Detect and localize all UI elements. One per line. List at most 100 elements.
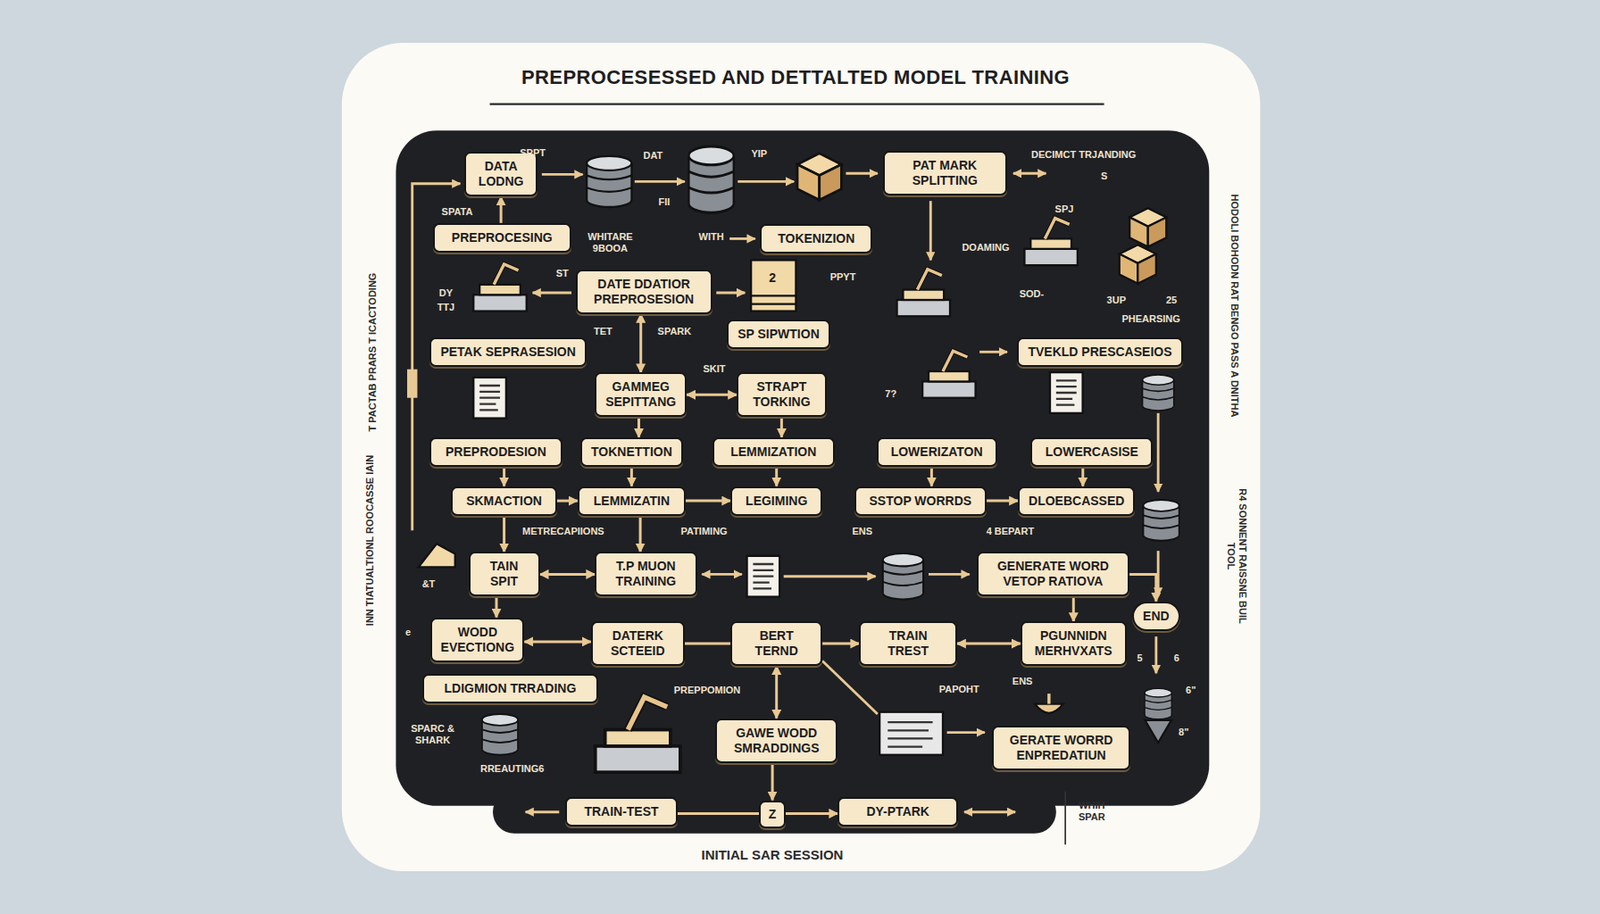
flow-arrow (540, 573, 596, 576)
annotation: PAPOHT (939, 683, 980, 696)
box-label: T.P MUON TRAINING (604, 558, 687, 590)
machine-icon (595, 697, 681, 773)
can-icon (883, 553, 924, 600)
annotation: 4 BEPART (986, 525, 1035, 538)
box-label: LOWERCASISE (1040, 444, 1143, 460)
cube-icon (1119, 244, 1157, 284)
box-label: LEGIMING (740, 493, 813, 509)
flow-arrow (930, 466, 934, 487)
box-label: TVEKLD PRESCASEIOS (1026, 344, 1173, 360)
process-box: TRAIN TREST (858, 621, 958, 667)
wedge-icon (418, 543, 456, 567)
box-label: SSTOP WORRDS (864, 493, 978, 509)
annotation: WHITARE 9BOOA (582, 231, 639, 255)
marker-box: Z (758, 800, 786, 829)
flow-arrow (775, 666, 778, 719)
process-box: DATE DDATIOR PREPROSESION (575, 269, 713, 315)
box-label: DATE DDATIOR PREPROSESION (585, 276, 703, 308)
flow-arrow (637, 416, 641, 438)
cube-icon (797, 153, 842, 200)
annotation: WHIH SPAR (1074, 800, 1110, 824)
box-label: DLOEBCASSED (1027, 493, 1125, 509)
box-label: LEMMIZATION (722, 444, 825, 460)
flow-arrow (684, 642, 732, 646)
annotation: METRECAPIIONS (522, 525, 605, 538)
loop-tab (407, 369, 417, 399)
process-box: TAIN SPIT (468, 551, 541, 597)
process-box: GENERATE WORD VETOP RATIOVA (976, 551, 1130, 597)
process-box: LEMMIZATIN (577, 486, 686, 517)
process-box: SKMACTION (450, 486, 558, 517)
annotation: PHEARSING (1121, 313, 1180, 325)
flow-arrow (502, 466, 506, 487)
side-note: T PACTAB PRARS T ICACTODING (367, 259, 380, 444)
decor-arrows (412, 173, 1159, 812)
process-box: LEMMIZATION (712, 437, 835, 467)
process-box: PREPROCESING (433, 223, 572, 253)
flow-arrow (1129, 574, 1157, 601)
flow-arrow (771, 763, 775, 801)
annotation: SPARK (658, 325, 692, 338)
box-label: TOKNETTION (590, 444, 674, 460)
annotation: S (1100, 170, 1108, 183)
box-label: WODD EVECTIONG (440, 625, 515, 656)
process-box: LEGIMING (730, 486, 823, 517)
flow-arrow (986, 500, 1018, 503)
flow-arrow (502, 516, 506, 553)
side-note: INN TIATUALTIONL ROOCASSE IAIN (363, 454, 375, 628)
box-label: DATERK SCTEEID (600, 628, 675, 659)
drum-icon (1142, 375, 1175, 411)
annotation: e (405, 626, 411, 639)
title-rule (490, 102, 1105, 105)
annotation: 6 (1174, 652, 1180, 665)
box-label: END (1141, 608, 1171, 625)
process-box: T.P MUON TRAINING (594, 551, 697, 597)
annotation: 8" (1178, 726, 1189, 739)
cube-icon (1129, 208, 1167, 247)
box-label: DY-PTARK (847, 804, 949, 820)
annotation: FII (658, 196, 671, 209)
annotation: 5 (1137, 652, 1143, 665)
robot-arm (897, 269, 950, 317)
flow-arrow (524, 640, 591, 643)
annotation: ENS (851, 525, 873, 538)
annotation: DAT (643, 150, 664, 162)
box-label: LEMMIZATIN (587, 493, 676, 509)
process-box: DATA LODNG (464, 151, 538, 197)
process-box: DATERK SCTEEID (591, 621, 685, 667)
process-box: LOWERIZATON (876, 437, 998, 467)
annotation: ST (556, 267, 569, 280)
process-box: BERT TERND (730, 621, 823, 667)
box-label: LDIGMION TRRADING (432, 681, 589, 697)
annotation: PATIMING (680, 525, 727, 538)
process-box: SP SIPWTION (726, 319, 832, 350)
box-label: TOKENIZION (769, 231, 863, 247)
process-box: TOKNETTION (580, 437, 684, 467)
annotation: RREAUTING6 (480, 763, 545, 775)
box-label: SP SIPWTION (736, 326, 822, 342)
annotation: SOD- (1019, 288, 1045, 300)
drum-icon (482, 714, 518, 756)
flow-arrow (822, 642, 859, 646)
annotation: YIP (750, 148, 767, 160)
process-box: TOKENIZION (759, 224, 873, 254)
diagram-title: PREPROCESESSED AND DETTALTED MODEL TRAIN… (0, 66, 1592, 90)
box-label: TRAIN-TEST (575, 804, 668, 820)
process-box: DLOEBCASSED (1017, 486, 1135, 517)
box-label: TAIN SPIT (478, 558, 531, 590)
flow-arrow (685, 500, 731, 503)
flow-arrow (557, 500, 578, 503)
process-box: SSTOP WORRDS (854, 486, 988, 517)
box-label: PGUNNIDN MERHVXATS (1030, 628, 1117, 659)
annotation: PREPPOMION (674, 684, 742, 697)
bottom-bar (492, 791, 1057, 834)
side-note: HODOLI BOHODN RAT BENGO PASS A DNITHA (1228, 193, 1241, 418)
flow-arrow (500, 196, 503, 223)
box-label: PAT MARK SPLITTING (892, 158, 998, 189)
robot-arm (922, 350, 975, 399)
flow-arrow (1072, 596, 1075, 622)
box-label: LOWERIZATON (886, 444, 988, 460)
box-label: PETAK SEPRASESION (439, 344, 576, 360)
box-label: GENERATE WORD VETOP RATIOVA (986, 558, 1120, 590)
